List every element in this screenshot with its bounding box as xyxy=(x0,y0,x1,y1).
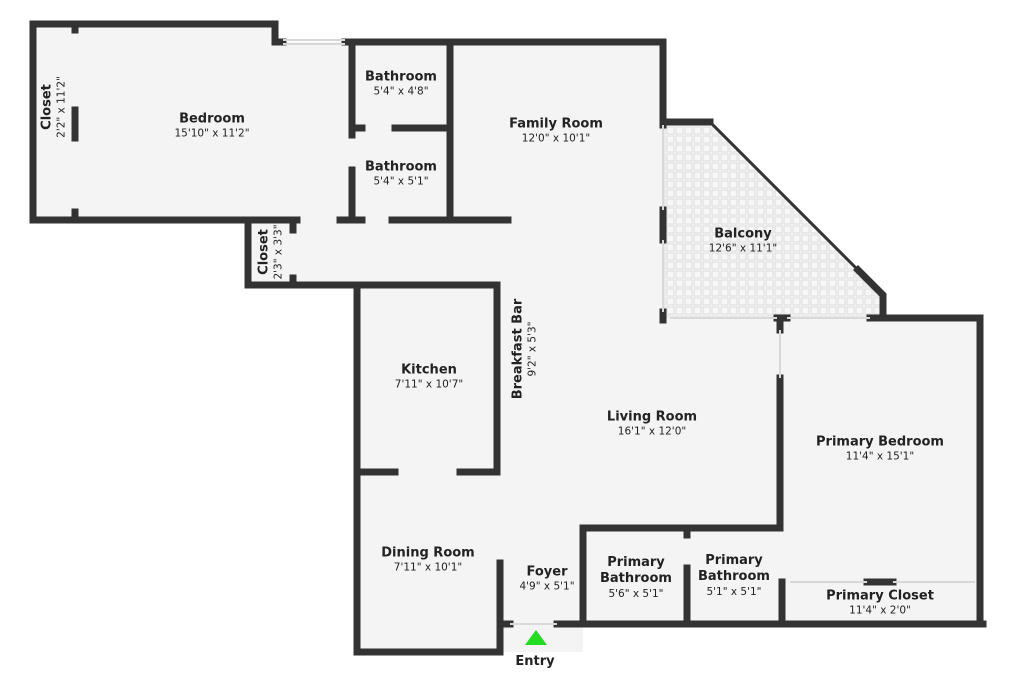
room-dims: 7'11" x 10'1" xyxy=(393,561,463,574)
room-dims: 11'4" x 15'1" xyxy=(845,450,915,463)
room-name: Dining Room xyxy=(381,545,475,561)
room-dims: 5'1" x 5'1" xyxy=(706,585,762,598)
entry-label: Entry xyxy=(515,653,555,669)
walls xyxy=(29,20,987,656)
entry-marker-icon xyxy=(525,630,547,645)
room-dims: 16'1" x 12'0" xyxy=(617,425,687,438)
room-name: Balcony xyxy=(714,226,772,242)
windows-openings xyxy=(283,39,975,625)
room-dims: 11'4" x 2'0" xyxy=(849,604,911,617)
room-name: Bathroom xyxy=(365,159,437,175)
room-name: Bedroom xyxy=(179,111,245,127)
room-dims: 5'4" x 5'1" xyxy=(373,175,429,188)
room-dims: 9'2" x 5'3" xyxy=(526,321,539,377)
room-dims: 2'2" x 11'2" xyxy=(55,76,68,138)
room-name: Primary Bathroom xyxy=(698,553,770,585)
room-name: Bathroom xyxy=(365,69,437,85)
room-dims: 4'9" x 5'1" xyxy=(519,580,575,593)
room-name: Foyer xyxy=(526,564,568,580)
room-name: Primary Bedroom xyxy=(816,434,944,450)
room-name: Closet xyxy=(39,84,55,130)
room-name: Living Room xyxy=(606,409,698,425)
room-name: Kitchen xyxy=(401,362,457,378)
room-dims: 5'4" x 4'8" xyxy=(373,85,429,98)
room-dims: 5'6" x 5'1" xyxy=(608,587,664,600)
room-dims: 15'10" x 11'2" xyxy=(174,127,250,140)
balcony-floor xyxy=(663,122,883,318)
room-name: Breakfast Bar xyxy=(510,298,526,400)
room-dims: 2'3" x 3'3" xyxy=(272,224,285,280)
room-name: Primary Closet xyxy=(826,588,934,604)
room-name: Closet xyxy=(256,229,272,275)
balcony-railing xyxy=(708,120,860,272)
room-dims: 7'11" x 10'7" xyxy=(394,378,464,391)
floor-fills xyxy=(33,24,983,652)
room-name: Primary Bathroom xyxy=(600,555,672,587)
room-dims: 12'0" x 10'1" xyxy=(521,132,591,145)
room-dims: 12'6" x 11'1" xyxy=(708,242,778,255)
room-name: Family Room xyxy=(509,116,603,132)
